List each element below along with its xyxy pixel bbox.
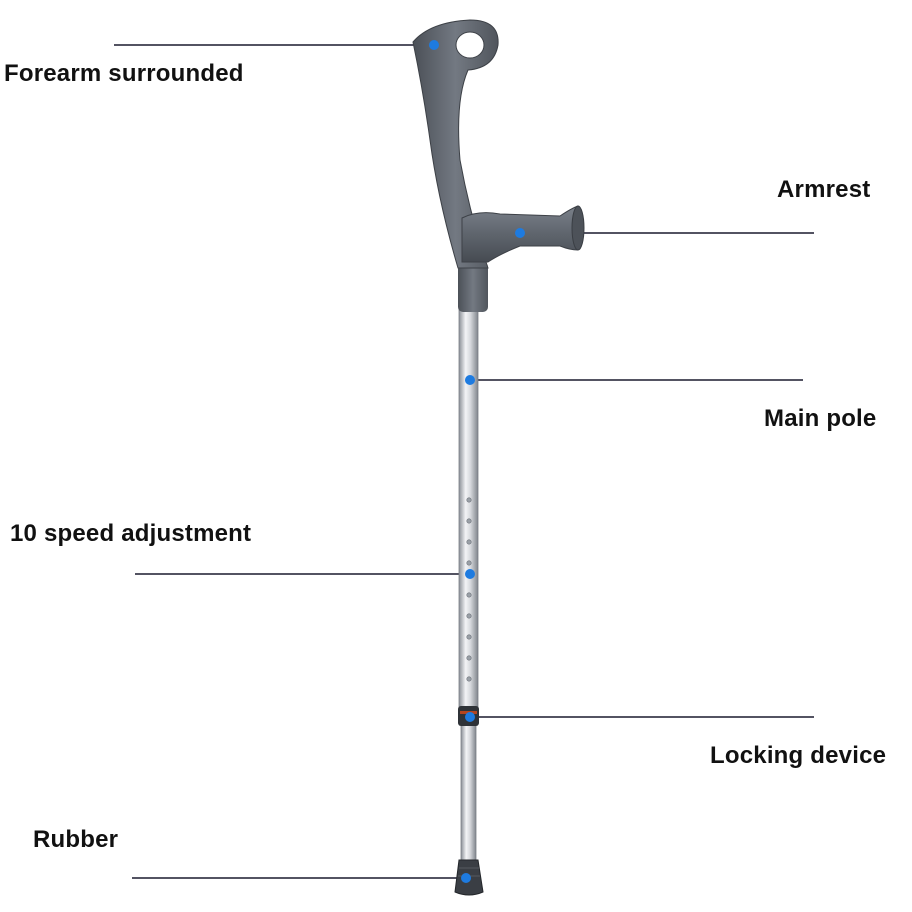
label-forearm-surrounded: Forearm surrounded (4, 60, 244, 87)
marker-dot-armrest (515, 228, 525, 238)
marker-dot-speed (465, 569, 475, 579)
label-armrest: Armrest (777, 176, 871, 203)
forearm-cuff-hole (455, 31, 485, 59)
main-pole (458, 307, 479, 714)
marker-dot-forearm (429, 40, 439, 50)
marker-dot-locking (465, 712, 475, 722)
label-locking-device: Locking device (710, 742, 887, 769)
grip-socket (458, 262, 488, 312)
forearm-cuff (412, 19, 499, 269)
label-speed-adjustment: 10 speed adjustment (10, 520, 252, 547)
lower-tube (460, 717, 477, 864)
marker-dot-rubber (461, 873, 471, 883)
label-rubber: Rubber (33, 826, 119, 853)
label-main-pole: Main pole (764, 405, 877, 432)
adjustment-holes (466, 497, 472, 682)
armrest-end-cap (571, 205, 585, 251)
marker-dot-main-pole (465, 375, 475, 385)
